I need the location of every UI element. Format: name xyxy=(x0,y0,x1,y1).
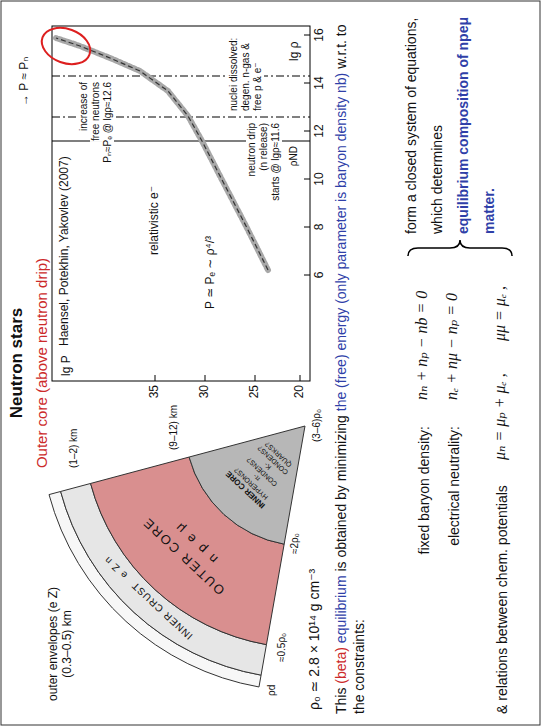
band-shape xyxy=(189,426,305,544)
tick-label: 6 xyxy=(313,272,327,279)
conclusion-text: equilibrium composition of npeμ matter. xyxy=(450,6,502,234)
paragraph: This (beta) equilibrium is obtained by mini… xyxy=(332,9,368,714)
annotation: nuclei dissolved: xyxy=(228,37,240,112)
body-text: (beta) xyxy=(333,647,349,684)
annotation: free neutrons xyxy=(90,81,102,142)
equation: μμ = μₑ , xyxy=(491,286,509,341)
annotation: neutron drip xyxy=(246,122,258,177)
density-note: ρ₀ ≃ 2.8 × 10¹⁴ g cm⁻³ xyxy=(306,569,322,710)
body-text: the (free) energy (only parameter is bar… xyxy=(333,73,349,412)
annotation: increase of xyxy=(78,81,90,132)
tick-label: 8 xyxy=(313,224,327,231)
body-text: This xyxy=(333,688,349,714)
conclusion-text: form a closed system of equations, which… xyxy=(398,6,450,234)
plot-frame xyxy=(52,26,310,381)
annotation: free p & e⁻ xyxy=(252,61,264,112)
dash-dot-line xyxy=(52,76,310,77)
equation: nₑ + nμ − nₚ = 0 xyxy=(443,293,461,400)
constraint-name: electrical neutrality: xyxy=(446,426,462,546)
axis-title: lg ρ xyxy=(288,41,302,63)
tick-label: 30 xyxy=(198,385,212,398)
tick-label: 12 xyxy=(313,124,327,137)
equation: μₙ = μₚ + μₑ , xyxy=(491,373,509,460)
annotation: degen. n-gas & xyxy=(240,42,252,112)
axis-title: lg P xyxy=(60,355,74,376)
pressure-note: → P ≈ Pₙ xyxy=(18,57,32,106)
tick-label: 16 xyxy=(313,28,327,41)
annotation: P ≃ Pₑ ∼ ρ⁴/³ xyxy=(204,235,218,310)
source-credit: Haensel, Potekhin, Yakovlev (2007) xyxy=(58,156,72,346)
constraint-name: fixed baryon density: xyxy=(416,426,432,554)
band-heading: outer envelopes (e Z) xyxy=(46,587,60,701)
density-label: ≈2ρ₀ xyxy=(289,533,301,554)
curly-brace xyxy=(408,240,512,256)
brace-note: form a closed system of equations, which… xyxy=(398,6,502,234)
thickness-label: (1–2) km xyxy=(68,429,80,468)
annotation: (n release) xyxy=(258,122,270,172)
tick-label: 14 xyxy=(313,76,327,89)
subtitle: Outer core (above neutron drip) xyxy=(33,258,50,468)
density-label: (3–6)ρ₀ xyxy=(311,409,323,442)
band-content: (0.3–0.5) km xyxy=(60,587,74,701)
body-text: equilibrium xyxy=(333,575,349,643)
density-label: ρd xyxy=(266,685,278,696)
constraint-name: & relations between chem. potentials xyxy=(494,485,510,714)
tick-label: 10 xyxy=(313,172,327,185)
body-text: is obtained by minimizing xyxy=(333,415,349,571)
density-label: ≈0.5ρ₀ xyxy=(276,633,288,662)
annotation: starts @ lgρ≈11.6 xyxy=(270,122,282,202)
tick-label: 25 xyxy=(248,385,262,398)
annotation: relativistic e⁻ xyxy=(148,185,162,256)
tick-label: 20 xyxy=(293,385,307,398)
axis-ticks xyxy=(155,35,310,381)
axis-marker: ρND xyxy=(288,145,300,167)
thickness-label: (9–12) km xyxy=(168,405,180,450)
equation: nₙ + nₚ − nb = 0 xyxy=(413,291,431,400)
annotation: Pₙ≈Pₑ @ lgρ≈12.6 xyxy=(102,81,114,164)
band-label-group: outer envelopes (e Z)(0.3–0.5) km xyxy=(46,587,74,701)
highlight-ellipse xyxy=(37,21,96,70)
slide-title: Neutron stars xyxy=(7,308,27,419)
tick-label: 35 xyxy=(148,385,162,398)
